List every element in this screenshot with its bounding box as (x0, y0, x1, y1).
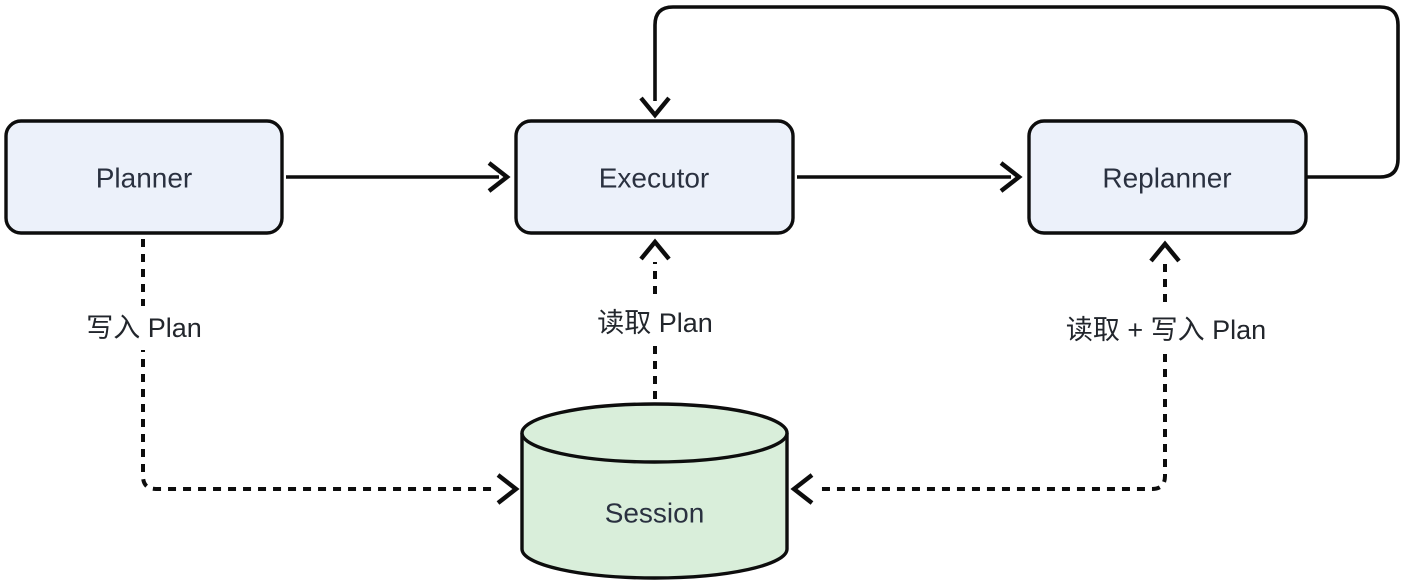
edge-executor-replanner (797, 161, 1023, 193)
planner-label: Planner (96, 163, 193, 194)
arrowhead-into-replanner-bottom (1149, 240, 1181, 263)
node-session: Session (520, 402, 789, 580)
edge-session-executor (639, 238, 671, 399)
executor-box (514, 119, 795, 235)
edge-replanner-session (790, 240, 1181, 505)
replanner-label: Replanner (1102, 163, 1231, 194)
edge-label-read-write-plan-bg (1059, 308, 1273, 352)
edge-replanner-executor-loop (639, 5, 1400, 179)
arrowhead-into-executor-top (639, 96, 671, 119)
edge-planner-session (141, 239, 520, 505)
session-cylinder-body (520, 433, 789, 580)
arrowhead-into-session-left (496, 473, 520, 505)
arrowhead-into-replanner-left (999, 161, 1023, 193)
node-executor: Executor (514, 119, 795, 235)
edge-label-read-write-plan-text: 读取 + 写入 Plan (1066, 315, 1266, 345)
arrowhead-into-session-right (790, 473, 814, 505)
node-replanner: Replanner (1027, 119, 1308, 235)
edge-label-write-plan: 写入 Plan (82, 306, 206, 350)
edge-label-read-plan-bg (593, 301, 717, 345)
edge-label-write-plan-text: 写入 Plan (86, 313, 202, 343)
edge-planner-executor (286, 161, 511, 193)
edge-label-read-plan-text: 读取 Plan (597, 308, 713, 338)
arrowhead-into-executor-bottom (639, 238, 671, 261)
node-planner: Planner (4, 119, 284, 235)
edge-replanner-executor-loop-path (653, 5, 1400, 179)
arrowhead-into-executor-left (487, 161, 511, 193)
edge-planner-session-path (141, 239, 498, 491)
replanner-box (1027, 119, 1308, 235)
edge-label-read-write-plan: 读取 + 写入 Plan (1059, 308, 1273, 352)
planner-box (4, 119, 284, 235)
executor-label: Executor (599, 163, 710, 194)
session-cylinder-top (520, 402, 789, 464)
edge-replanner-session-path (815, 264, 1167, 491)
edge-label-write-plan-bg (82, 306, 206, 350)
session-label: Session (605, 498, 705, 529)
edge-label-read-plan: 读取 Plan (593, 301, 717, 345)
